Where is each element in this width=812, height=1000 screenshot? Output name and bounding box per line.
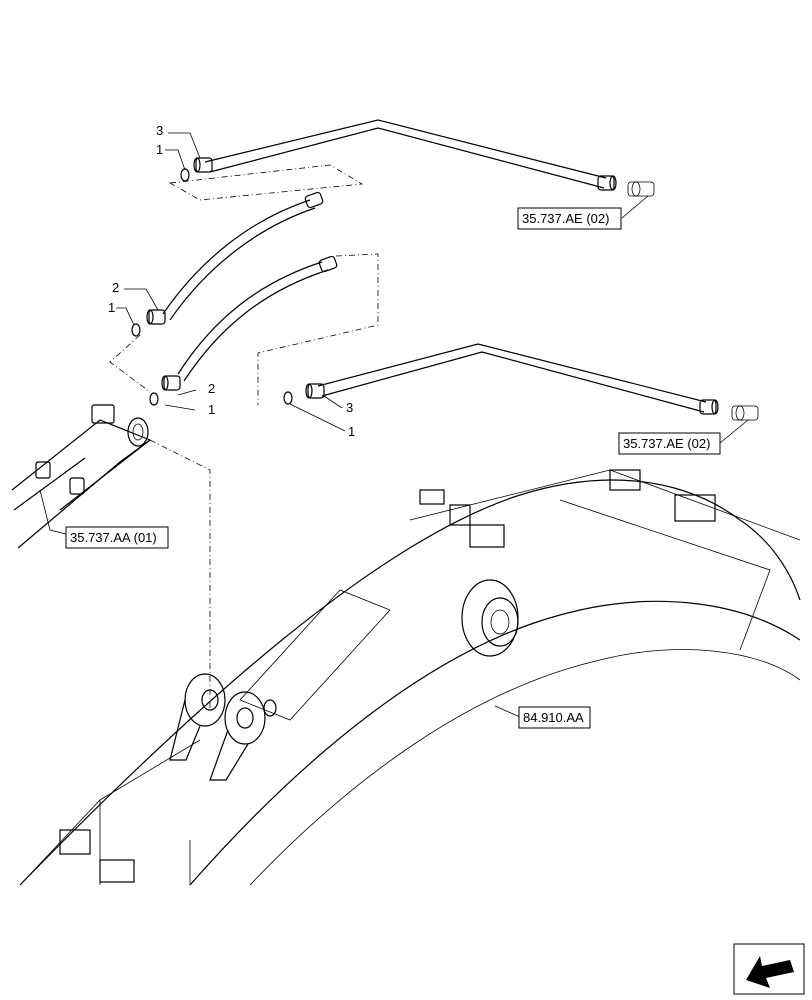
fitting-lower-ghost (731, 405, 759, 421)
callout-part-1-left: 1 (108, 300, 115, 315)
rigid-tube-upper[interactable] (193, 119, 617, 191)
ref-label-boom: 84.910.AA (523, 710, 584, 725)
o-ring-left-lower[interactable] (149, 392, 159, 406)
dash-box-upper (168, 164, 364, 201)
ref-box-mid[interactable]: 35.737.AE (02) (618, 432, 721, 455)
flexible-hose-upper[interactable] (146, 191, 324, 325)
arrow-nav-icon[interactable] (733, 943, 805, 995)
flexible-hose-lower[interactable] (161, 255, 338, 391)
ref-box-boom[interactable]: 84.910.AA (518, 706, 591, 729)
cylinder-assembly (11, 404, 152, 549)
callout-part-3-lower: 3 (346, 400, 353, 415)
leader-lines (39, 132, 749, 718)
ref-label-top: 35.737.AE (02) (522, 211, 609, 226)
callout-part-1-lower: 1 (348, 424, 355, 439)
ref-label-left: 35.737.AA (01) (70, 530, 157, 545)
boom-brackets (59, 469, 716, 883)
o-ring-left-upper[interactable] (131, 323, 141, 337)
ref-box-top[interactable]: 35.737.AE (02) (517, 207, 622, 230)
boom-pivot-disc (461, 579, 519, 657)
callout-part-3-top: 3 (156, 123, 163, 138)
callout-part-1-left-lower: 1 (208, 402, 215, 417)
callout-part-2-upper: 2 (112, 280, 119, 295)
o-ring-lower[interactable] (283, 391, 293, 405)
dash-box-lower (257, 253, 379, 405)
ref-box-left[interactable]: 35.737.AA (01) (65, 526, 169, 549)
o-ring-upper[interactable] (180, 168, 190, 182)
callout-part-2-lower: 2 (208, 381, 215, 396)
fitting-upper-ghost (627, 181, 655, 197)
rigid-tube-lower[interactable] (305, 343, 719, 415)
center-line-cylinder (149, 439, 211, 710)
ref-label-mid: 35.737.AE (02) (623, 436, 710, 451)
callout-part-1-top: 1 (156, 142, 163, 157)
